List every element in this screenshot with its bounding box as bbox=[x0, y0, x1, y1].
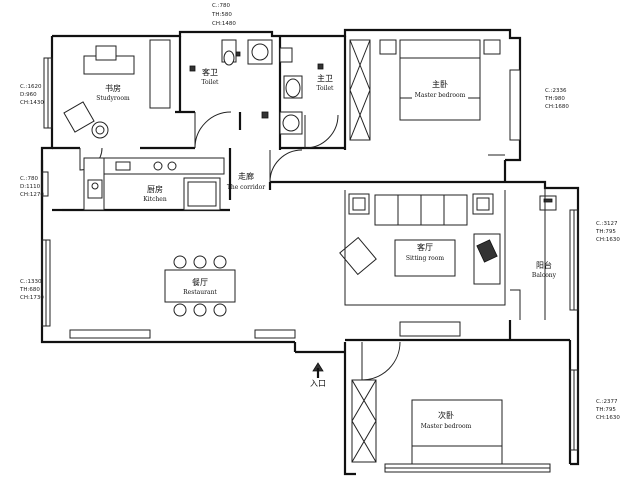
spec-right-master: C.:2336 TH:980 CH:1680 bbox=[544, 88, 569, 110]
spec-left-study-line-1: C.:1620 bbox=[20, 84, 42, 90]
spec-left-kitchen: C.:780 D:1110 CH:1270 bbox=[20, 176, 44, 198]
room-label-balcony-cn: 阳台 bbox=[536, 260, 552, 270]
spec-top: C.:780 TH:580 CH:1480 bbox=[211, 3, 236, 27]
spec-top-line-1: C.:780 bbox=[212, 3, 230, 9]
spec-right-master-line-2: TH:980 bbox=[544, 96, 565, 102]
room-label-second-bedroom-en: Master bedroom bbox=[421, 423, 472, 430]
entrance-arrow-icon bbox=[312, 362, 324, 378]
master-toilet-fixtures bbox=[235, 47, 324, 135]
room-label-restaurant-cn: 餐厅 bbox=[192, 278, 208, 287]
room-label-entrance-cn: 入口 bbox=[310, 379, 326, 388]
room-label-second-bedroom-cn: 次卧 bbox=[438, 410, 454, 420]
spec-right-balcony-line-1: C.:3127 bbox=[596, 221, 618, 227]
balcony-fixtures bbox=[539, 188, 557, 320]
spec-left-study-line-3: CH:1430 bbox=[20, 100, 44, 106]
spec-left-kitchen-line-3: CH:1270 bbox=[20, 192, 44, 198]
room-label-guest-toilet: 客卫 Toilet bbox=[202, 67, 220, 86]
room-label-master-toilet-cn: 主卫 bbox=[317, 73, 333, 83]
room-label-study-en: Studyroom bbox=[96, 95, 130, 102]
room-label-master-bedroom-cn: 主卧 bbox=[432, 79, 448, 89]
spec-left-study: C.:1620 D:960 CH:1430 bbox=[20, 84, 44, 106]
spec-left-kitchen-line-2: D:1110 bbox=[20, 184, 41, 190]
spec-left-restaurant-line-2: TH:680 bbox=[19, 287, 40, 293]
spec-right-master-line-1: C.:2336 bbox=[545, 88, 567, 94]
spec-right-master-line-3: CH:1680 bbox=[545, 104, 569, 110]
room-label-kitchen-cn: 厨房 bbox=[147, 184, 163, 194]
spec-right-balcony: C.:3127 TH:795 CH:1630 bbox=[595, 221, 620, 243]
spec-right-balcony-line-3: CH:1630 bbox=[596, 237, 620, 243]
room-label-master-toilet: 主卫 Toilet bbox=[317, 73, 335, 92]
room-label-corridor-cn: 走廊 bbox=[238, 171, 254, 181]
spec-right-balcony-line-2: TH:795 bbox=[595, 229, 616, 235]
master-bedroom-furniture bbox=[349, 39, 521, 141]
room-label-entrance: 入口 bbox=[310, 379, 326, 388]
sitting-room-furniture bbox=[339, 190, 506, 337]
room-label-study-cn: 书房 bbox=[105, 83, 121, 93]
room-label-master-bedroom: 主卧 Master bedroom bbox=[412, 78, 468, 102]
guest-toilet-fixtures bbox=[189, 39, 273, 72]
spec-top-line-3: CH:1480 bbox=[212, 21, 236, 27]
kitchen-fixtures bbox=[83, 157, 225, 211]
study-furniture bbox=[63, 39, 171, 139]
spec-left-study-line-2: D:960 bbox=[20, 92, 37, 98]
spec-right-second-line-2: TH:795 bbox=[595, 407, 616, 413]
room-label-restaurant-en: Restaurant bbox=[183, 289, 217, 296]
room-label-sitting-room-en: Sitting room bbox=[406, 255, 444, 262]
room-label-guest-toilet-cn: 客卫 bbox=[202, 67, 218, 77]
room-label-sitting-room-cn: 客厅 bbox=[417, 242, 433, 252]
room-label-kitchen-en: Kitchen bbox=[143, 196, 167, 203]
spec-right-second-line-3: CH:1630 bbox=[596, 415, 620, 421]
room-label-restaurant: 餐厅 Restaurant bbox=[176, 276, 224, 296]
room-label-master-bedroom-en: Master bedroom bbox=[415, 92, 466, 99]
room-label-second-bedroom: 次卧 Master bedroom bbox=[418, 408, 474, 432]
spec-left-restaurant-line-1: C.:1330 bbox=[20, 279, 42, 285]
spec-left-restaurant-line-3: CH:1730 bbox=[20, 295, 44, 301]
spec-top-line-2: TH:580 bbox=[211, 12, 232, 18]
room-label-balcony-en: Balcony bbox=[532, 272, 557, 279]
room-label-master-toilet-en: Toilet bbox=[317, 85, 335, 92]
room-label-balcony: 阳台 Balcony bbox=[532, 260, 557, 279]
spec-left-restaurant: C.:1330 TH:680 CH:1730 bbox=[19, 279, 44, 301]
room-label-sitting-room: 客厅 Sitting room bbox=[406, 242, 444, 262]
room-label-guest-toilet-en: Toilet bbox=[202, 79, 220, 86]
room-label-kitchen: 厨房 Kitchen bbox=[143, 184, 167, 203]
spec-left-kitchen-line-1: C.:780 bbox=[20, 176, 38, 182]
room-label-corridor-en: The corridor bbox=[227, 184, 265, 191]
spec-right-second-line-1: C.:2377 bbox=[596, 399, 618, 405]
spec-right-second: C.:2377 TH:795 CH:1630 bbox=[595, 399, 620, 421]
room-label-study: 书房 Studyroom bbox=[96, 83, 130, 102]
room-label-corridor: 走廊 The corridor bbox=[227, 171, 265, 191]
